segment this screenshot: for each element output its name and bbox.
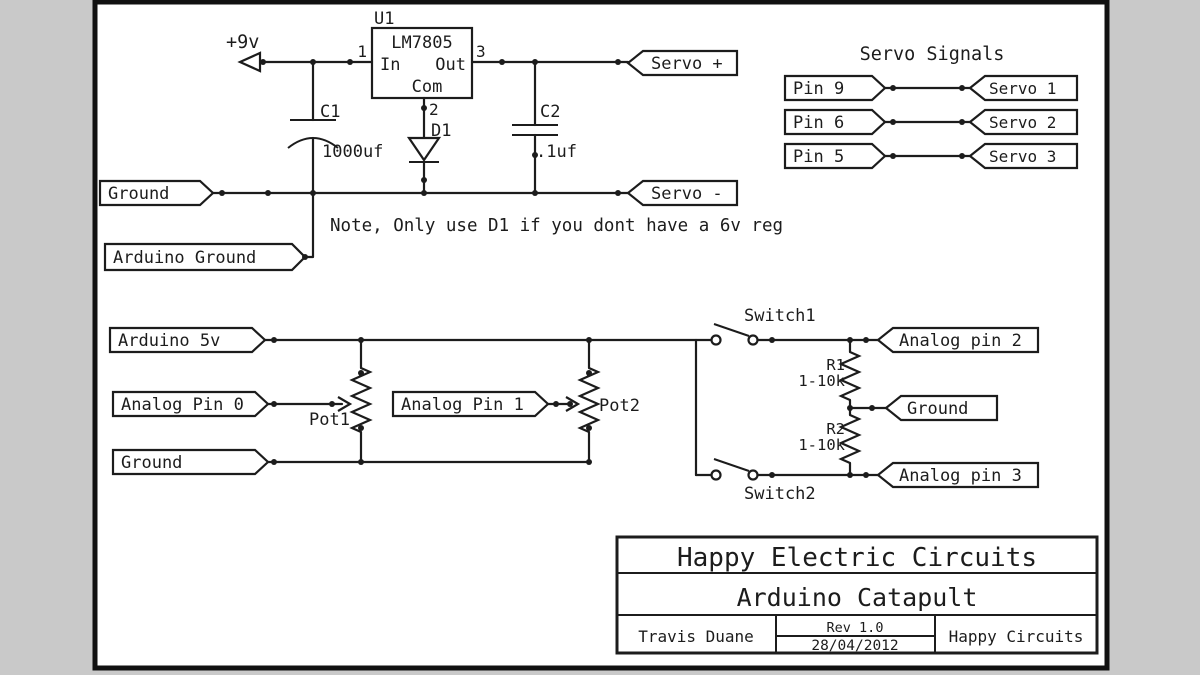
servo1-flag <box>968 74 1079 102</box>
junction-dots <box>890 85 965 159</box>
wire <box>263 338 698 477</box>
r1-ref: R1 <box>826 356 845 374</box>
author-name: Travis Duane <box>638 627 754 646</box>
power-section: +9v U1 LM7805 In Out Com 1 3 2 C1 1000uf… <box>98 9 783 272</box>
switch2-contact <box>747 469 759 481</box>
title-block-dividers <box>617 572 1097 653</box>
company-name: Happy Electric Circuits <box>677 543 1037 573</box>
pot1-wiper-arrow <box>337 396 353 412</box>
servo-plus-flag <box>626 49 739 77</box>
pot1-label: Pot1 <box>309 410 350 430</box>
r2-ref: R2 <box>826 420 845 438</box>
regulator-pin-com: Com <box>412 77 443 97</box>
title-block-border <box>615 535 1099 655</box>
r1-value: 1-10k <box>798 372 845 390</box>
regulator-body <box>370 26 474 100</box>
diode-symbol <box>406 136 442 162</box>
title-block: Happy Electric Circuits Arduino Catapult… <box>615 535 1099 655</box>
servo-signals-section: Servo Signals Pin 9 Servo 1 Pin 6 Servo … <box>783 44 1079 170</box>
analog-section: Pot1 Pot2 Switch1 Switch2 R1 1-10k R2 1-… <box>108 306 1040 504</box>
switch1-label: Switch1 <box>744 306 816 326</box>
pin-number-2: 2 <box>429 100 439 119</box>
ground-label: Ground <box>108 184 169 204</box>
revision: Rev 1.0 <box>827 620 884 636</box>
switch1-contact <box>747 334 759 346</box>
capacitor-plates <box>512 124 558 136</box>
pin9-label: Pin 9 <box>793 79 844 99</box>
ground-left-flag <box>111 448 270 476</box>
servo2-label: Servo 2 <box>989 113 1056 132</box>
supply-label: +9v <box>226 32 259 53</box>
pin5-flag <box>783 142 887 170</box>
capacitor-curved-plate <box>287 137 339 149</box>
sheet-title: Arduino Catapult <box>737 583 978 612</box>
analog-pin1-flag <box>391 390 550 418</box>
switch1-contact <box>710 334 722 346</box>
pot2-label: Pot2 <box>599 396 640 416</box>
switch1-lever <box>713 323 750 337</box>
analog-pin2-label: Analog pin 2 <box>899 331 1022 351</box>
pin-number-1: 1 <box>357 42 367 61</box>
r1-resistor <box>838 350 862 402</box>
regulator-ref: U1 <box>374 9 394 29</box>
servo3-flag <box>968 142 1079 170</box>
d1-ref: D1 <box>431 121 451 141</box>
wire <box>883 86 972 158</box>
ground-flag <box>98 179 215 207</box>
servo3-label: Servo 3 <box>989 147 1056 166</box>
servo1-label: Servo 1 <box>989 79 1056 98</box>
c2-ref: C2 <box>540 102 560 122</box>
analog-pin1-label: Analog Pin 1 <box>401 395 524 415</box>
servo-minus-label: Servo - <box>651 184 723 204</box>
r2-resistor <box>838 413 862 465</box>
ground-right-flag <box>884 394 999 422</box>
servo-minus-flag <box>626 179 739 207</box>
date: 28/04/2012 <box>811 638 898 654</box>
pin6-flag <box>783 108 887 136</box>
pin5-label: Pin 5 <box>793 147 844 167</box>
analog-pin2-flag <box>876 326 1040 354</box>
regulator-pin-in: In <box>380 55 400 75</box>
pin6-label: Pin 6 <box>793 113 844 133</box>
r2-value: 1-10k <box>798 436 845 454</box>
junction-dots <box>271 337 875 478</box>
analog-pin0-label: Analog Pin 0 <box>121 395 244 415</box>
analog-pin3-label: Analog pin 3 <box>899 466 1022 486</box>
arduino-5v-flag <box>108 326 267 354</box>
schematic-note: Note, Only use D1 if you dont have a 6v … <box>330 216 783 236</box>
regulator-part: LM7805 <box>391 33 452 53</box>
junction-dots <box>219 59 621 260</box>
regulator-pin-out: Out <box>435 55 466 75</box>
servo2-flag <box>968 108 1079 136</box>
pin-number-3: 3 <box>476 42 486 61</box>
c1-ref: C1 <box>320 102 340 122</box>
c1-value: 1000uf <box>322 142 383 162</box>
pot2-wiper-arrow <box>565 396 581 412</box>
arduino-ground-label: Arduino Ground <box>113 248 256 268</box>
ground-left-label: Ground <box>121 453 182 473</box>
switch2-lever <box>713 458 750 472</box>
arduino-ground-flag <box>103 242 307 272</box>
switch2-label: Switch2 <box>744 484 816 504</box>
ground-right-label: Ground <box>907 399 968 419</box>
analog-pin0-flag <box>111 390 270 418</box>
pin9-flag <box>783 74 887 102</box>
arduino-5v-label: Arduino 5v <box>118 331 220 351</box>
c2-value: .1uf <box>536 142 577 162</box>
org-name: Happy Circuits <box>949 627 1084 646</box>
switch2-contact <box>710 469 722 481</box>
analog-pin3-flag <box>876 461 1040 489</box>
servo-signals-title: Servo Signals <box>860 44 1005 65</box>
servo-plus-label: Servo + <box>651 54 723 74</box>
